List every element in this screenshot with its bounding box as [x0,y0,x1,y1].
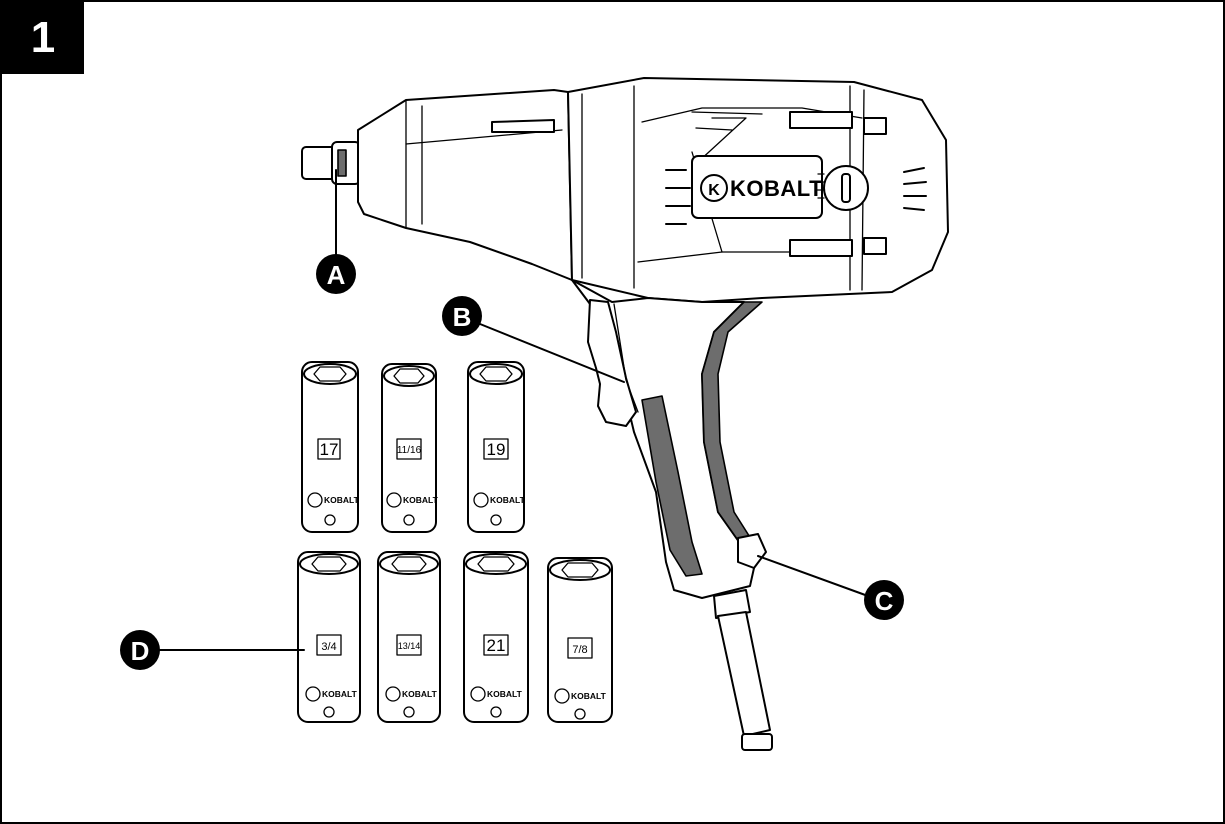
hammer-case [357,89,573,281]
socket-21: 21 KOBALT [463,551,529,723]
socket-size-label: 7/8 [572,644,587,656]
kobalt-brand-label: KOBALT [730,176,823,201]
socket-size-label: 17 [320,440,339,459]
socket-brand-label: KOBALT [490,495,526,505]
socket-brand-label: KOBALT [324,495,360,505]
socket-size-label: 21 [487,636,506,655]
callout-c: C [757,555,904,620]
cord-strain-relief [713,589,751,619]
callout-d: D [120,630,305,670]
impact-wrench: K KOBALT [301,77,949,751]
socket-size-label: 13/14 [398,641,421,651]
kobalt-logo-mark [700,174,728,202]
socket-size-label: 3/4 [321,641,336,653]
socket-set: 17 KOBALT 11/16 KOBALT 19 [297,361,613,723]
socket-size-label: 19 [487,440,506,459]
socket-brand-label: KOBALT [487,689,523,699]
lower-grip [641,395,703,577]
callout-c-label: C [875,586,894,616]
callout-b: B [442,296,625,383]
socket-13-14: 13/14 KOBALT [377,551,441,723]
socket-brand-label: KOBALT [571,691,607,701]
socket-7-8: 7/8 KOBALT [547,557,613,723]
socket-11-16: 11/16 KOBALT [381,363,439,533]
socket-17: 17 KOBALT [301,361,360,533]
socket-size-label: 11/16 [397,445,422,456]
square-drive-anvil [301,141,361,185]
socket-3-4: 3/4 KOBALT [297,551,361,723]
kobalt-logo-letter: K [708,182,720,199]
callout-b-label: B [453,302,472,332]
callout-a: A [316,169,356,294]
socket-brand-label: KOBALT [403,495,439,505]
lock-on-button [737,533,767,569]
socket-brand-label: KOBALT [402,689,438,699]
callout-a-label: A [327,260,346,290]
power-cord [717,611,771,737]
direction-selector [823,165,869,211]
socket-19: 19 KOBALT [467,361,526,533]
socket-brand-label: KOBALT [322,689,358,699]
callout-d-label: D [131,636,150,666]
figure-number-badge: 1 [2,2,84,74]
